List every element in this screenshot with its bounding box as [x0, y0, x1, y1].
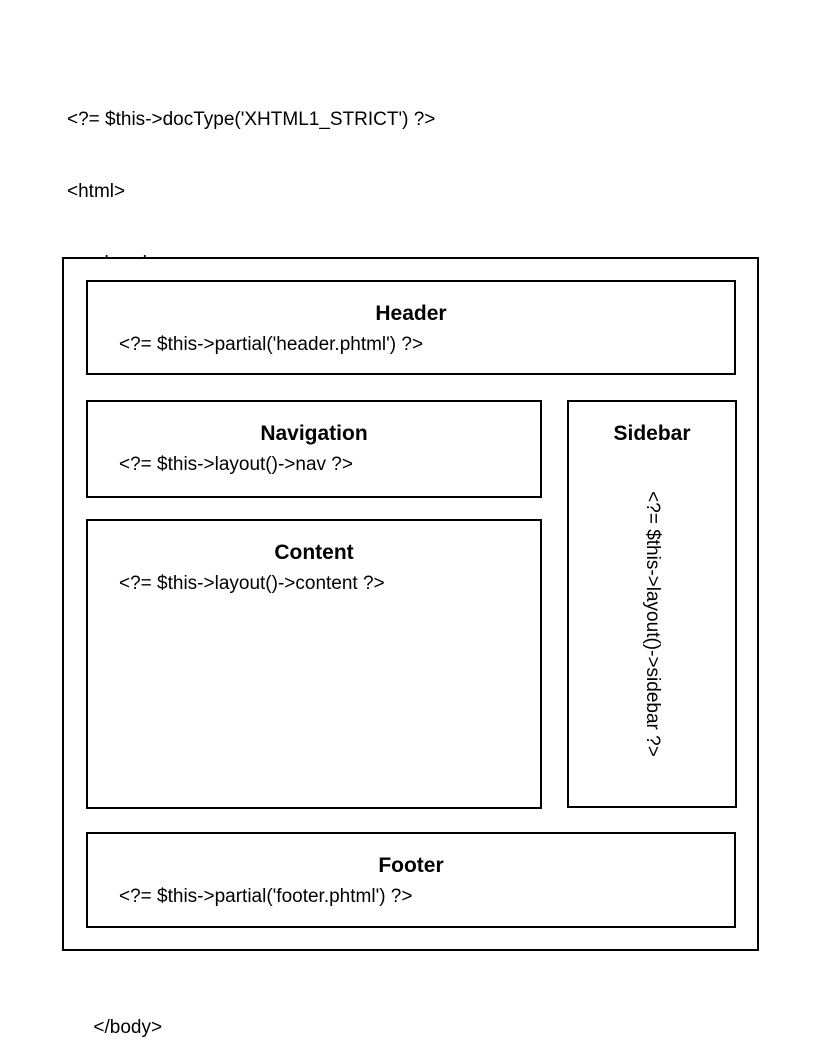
- footer-box: Footer <?= $this->partial('footer.phtml'…: [86, 832, 736, 928]
- header-box: Header <?= $this->partial('header.phtml'…: [86, 280, 736, 375]
- content-box: Content <?= $this->layout()->content ?>: [86, 519, 542, 809]
- sidebar-box-code-vertical: <?= $this->layout()->sidebar ?>: [642, 491, 663, 757]
- bottom-code-block: </body> </html>: [67, 968, 162, 1056]
- content-box-code: <?= $this->layout()->content ?>: [119, 573, 385, 594]
- code-line-html-open: <html>: [67, 181, 126, 202]
- header-box-code: <?= $this->partial('header.phtml') ?>: [119, 334, 424, 355]
- navigation-box-code: <?= $this->layout()->nav ?>: [119, 454, 353, 475]
- content-box-title: Content: [274, 541, 354, 564]
- code-line-body-close: </body>: [67, 1017, 163, 1038]
- footer-box-code: <?= $this->partial('footer.phtml') ?>: [119, 886, 413, 907]
- body-outline-box: Header <?= $this->partial('header.phtml'…: [62, 257, 759, 951]
- sidebar-box-title: Sidebar: [613, 422, 691, 445]
- navigation-box: Navigation <?= $this->layout()->nav ?>: [86, 400, 542, 498]
- header-box-title: Header: [375, 302, 447, 325]
- sidebar-box: Sidebar <?= $this->layout()->sidebar ?>: [567, 400, 737, 808]
- navigation-box-title: Navigation: [260, 422, 368, 445]
- footer-box-title: Footer: [378, 854, 444, 877]
- code-line-doctype: <?= $this->docType('XHTML1_STRICT') ?>: [67, 109, 436, 130]
